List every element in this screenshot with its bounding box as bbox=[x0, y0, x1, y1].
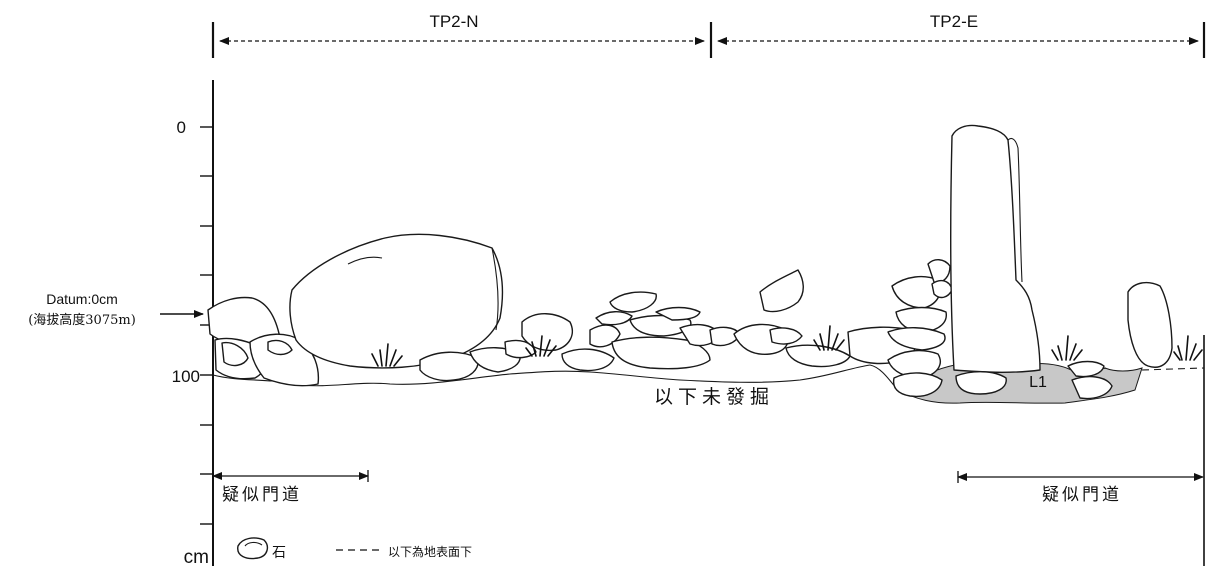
depth-tick-label-0: 0 bbox=[177, 118, 186, 137]
depth-axis: 0 100 cm bbox=[172, 80, 214, 566]
legend-stone-label: 石 bbox=[272, 545, 286, 561]
section-label-tp2-n: TP2-N bbox=[429, 12, 478, 31]
feature-l1-label: L1 bbox=[1029, 374, 1047, 391]
depth-unit-label: cm bbox=[184, 547, 209, 566]
doorway-right-marker: 疑似門道 bbox=[957, 471, 1204, 505]
section-label-tp2-e: TP2-E bbox=[930, 12, 978, 31]
legend-surface-label: 以下為地表面下 bbox=[388, 545, 472, 559]
section-tp2-n: TP2-N bbox=[211, 12, 705, 58]
datum-marker: Datum:0cm (海拔高度3075m) bbox=[28, 291, 204, 328]
doorway-left-marker: 疑似門道 bbox=[212, 470, 369, 505]
legend: 石 以下為地表面下 bbox=[237, 537, 472, 561]
datum-elevation: (海拔高度3075m) bbox=[28, 312, 136, 328]
stones-left bbox=[207, 233, 741, 387]
section-tp2-e: TP2-E bbox=[717, 12, 1206, 58]
stones-right bbox=[733, 124, 1173, 400]
depth-tick-label-100: 100 bbox=[172, 367, 200, 386]
stone-legend-icon bbox=[237, 537, 269, 560]
unexcavated-label: 以下未發掘 bbox=[654, 386, 774, 408]
datum-label: Datum:0cm bbox=[46, 291, 118, 307]
doorway-right-label: 疑似門道 bbox=[1042, 485, 1122, 505]
doorway-left-label: 疑似門道 bbox=[222, 485, 302, 505]
grass-tufts bbox=[371, 325, 1203, 367]
